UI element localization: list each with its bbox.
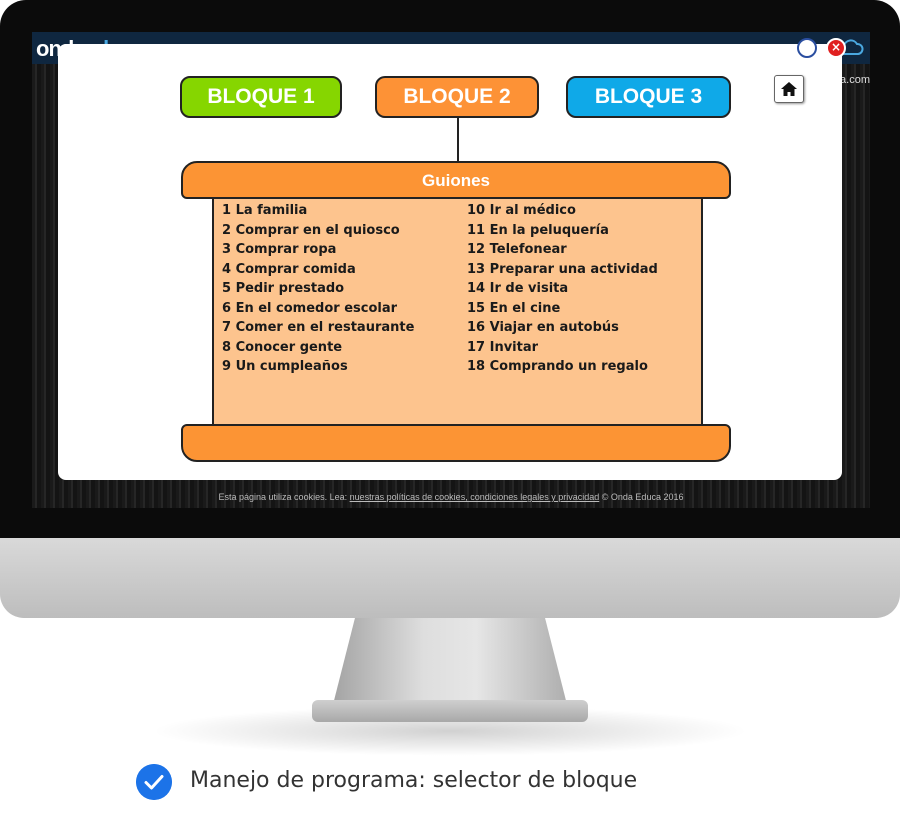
cookie-notice: Esta página utiliza cookies. Lea: nuestr… — [32, 492, 870, 502]
guion-item[interactable]: 3 Comprar ropa — [222, 242, 337, 257]
guion-item[interactable]: 4 Comprar comida — [222, 261, 356, 277]
home-icon — [781, 82, 797, 96]
guion-item[interactable]: 18 Comprando un regalo — [467, 359, 648, 374]
expand-icon[interactable] — [797, 38, 817, 58]
guion-item[interactable]: 15 En el cine — [467, 300, 561, 316]
bloque-2-button[interactable]: BLOQUE 2 — [375, 76, 539, 118]
guion-item[interactable]: 2 Comprar en el quiosco — [222, 222, 400, 238]
copyright: © Onda Educa 2016 — [601, 492, 684, 502]
guion-item[interactable]: 7 Comer en el restaurante — [222, 320, 415, 335]
site-domain-suffix: a.com — [840, 74, 870, 86]
guion-item[interactable]: 5 Pedir prestado — [222, 281, 345, 296]
guion-item[interactable]: 12 Telefonear — [467, 242, 567, 257]
guion-item[interactable]: 17 Invitar — [467, 339, 539, 355]
guion-item[interactable]: 16 Viajar en autobús — [467, 320, 619, 335]
bloque-3-button[interactable]: BLOQUE 3 — [566, 76, 731, 118]
bloque-1-button[interactable]: BLOQUE 1 — [180, 76, 342, 118]
guion-item[interactable]: 14 Ir de visita — [467, 281, 569, 296]
cookie-notice-prefix: Esta página utiliza cookies. Lea: — [218, 492, 348, 502]
guiones-column-1: 1 La familia 2 Comprar en el quiosco 3 C… — [222, 201, 414, 377]
close-icon[interactable]: × — [826, 38, 846, 58]
policies-link[interactable]: nuestras políticas de cookies, condicion… — [349, 492, 600, 502]
home-button[interactable] — [774, 75, 804, 103]
caption-text: Manejo de programa: selector de bloque — [190, 768, 638, 793]
guiones-column-2: 10 Ir al médico 11 En la peluquería 12 T… — [467, 201, 658, 377]
scroll-title: Guiones — [181, 161, 731, 199]
guion-item[interactable]: 6 En el comedor escolar — [222, 300, 398, 316]
guion-item[interactable]: 10 Ir al médico — [467, 203, 576, 218]
monitor-chin — [0, 538, 900, 618]
guion-item[interactable]: 9 Un cumpleaños — [222, 359, 348, 374]
connector-line — [457, 118, 459, 162]
guion-item[interactable]: 1 La familia — [222, 203, 308, 218]
scroll-bottom-roll — [181, 424, 731, 462]
guion-item[interactable]: 8 Conocer gente — [222, 339, 343, 355]
scroll-body — [212, 199, 703, 426]
guion-item[interactable]: 13 Preparar una actividad — [467, 261, 658, 277]
check-circle-icon — [136, 764, 172, 800]
monitor-stand-base — [312, 700, 588, 722]
guion-item[interactable]: 11 En la peluquería — [467, 222, 609, 238]
